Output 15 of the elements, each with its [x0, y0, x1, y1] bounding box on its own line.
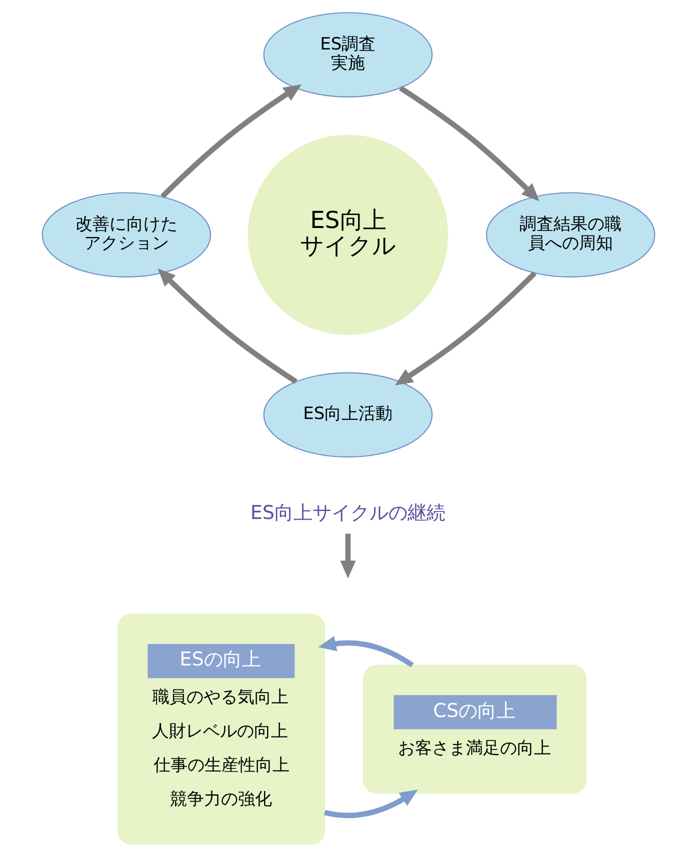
node-ellipse: 調査結果の職員への周知	[486, 192, 656, 278]
node-circle: ES向上サイクル	[248, 134, 448, 335]
arrow	[160, 84, 302, 199]
node-text: ES向上サイクルの継続	[250, 501, 446, 524]
arrow	[324, 790, 418, 818]
node-ellipse: 改善に向けたアクション	[42, 192, 212, 278]
node-box: ESの向上 職員のやる気向上 人財レベルの向上 仕事の生産性向上 競争力の強化	[117, 614, 326, 845]
node-box: CSの向上 お客さま満足の向上	[362, 664, 587, 794]
arrow	[318, 636, 414, 668]
arrow	[340, 534, 356, 578]
arrow	[394, 271, 537, 386]
arrow	[158, 268, 298, 384]
node-ellipse: ES調査実施	[263, 12, 433, 98]
arrow	[399, 86, 540, 202]
node-ellipse: ES向上活動	[263, 372, 433, 458]
